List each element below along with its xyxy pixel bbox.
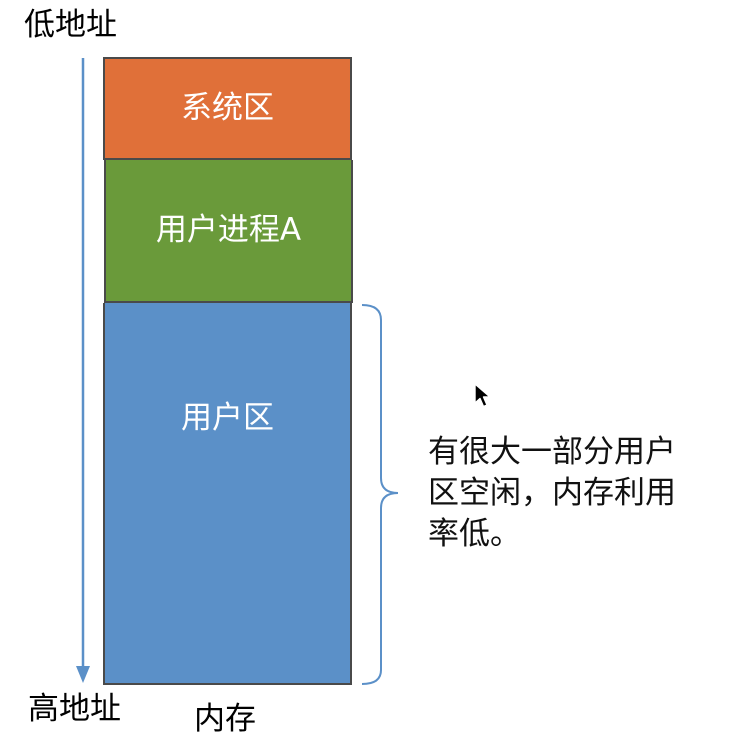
note-line-2: 区空闲，内存利用 — [428, 475, 676, 511]
note-line-3: 率低。 — [428, 516, 521, 552]
memory-usage-note: 有很大一部分用户 区空闲，内存利用 率低。 — [428, 432, 728, 555]
user-process-a-label: 用户进程A — [155, 212, 302, 248]
system-region: 系统区 — [103, 57, 352, 160]
mouse-pointer-icon — [474, 383, 491, 408]
system-region-label: 系统区 — [181, 90, 274, 126]
low-address-label: 低地址 — [24, 7, 117, 43]
high-address-label: 高地址 — [28, 691, 121, 727]
memory-label: 内存 — [194, 701, 256, 737]
user-process-a-region: 用户进程A — [104, 160, 353, 303]
user-region: 用户区 — [103, 303, 352, 685]
user-region-label: 用户区 — [181, 400, 274, 436]
note-line-1: 有很大一部分用户 — [428, 434, 676, 470]
